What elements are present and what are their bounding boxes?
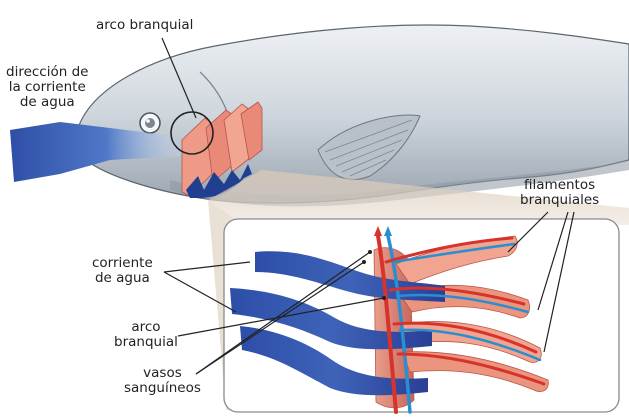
- label-gill-arch-inset: arco branquial: [114, 320, 178, 350]
- label-gill-filaments-line2: branquiales: [520, 193, 599, 208]
- label-gill-arch-top: arco branquial: [96, 18, 193, 33]
- label-water-current: corriente de agua: [92, 256, 153, 286]
- label-water-direction-line1: dirección de: [6, 65, 88, 80]
- label-blood-vessels-line2: sanguíneos: [124, 381, 201, 396]
- label-water-direction: dirección de la corriente de agua: [6, 65, 88, 110]
- label-gill-filaments-line1: filamentos: [520, 178, 599, 193]
- label-water-current-line1: corriente: [92, 256, 153, 271]
- label-gill-arch-inset-line1: arco: [114, 320, 178, 335]
- label-blood-vessels-line1: vasos: [124, 366, 201, 381]
- label-gill-arch-inset-line2: branquial: [114, 335, 178, 350]
- label-gill-filaments: filamentos branquiales: [520, 178, 599, 208]
- label-water-direction-line3: de agua: [6, 95, 88, 110]
- label-water-current-line2: de agua: [92, 271, 153, 286]
- label-blood-vessels: vasos sanguíneos: [124, 366, 201, 396]
- label-water-direction-line2: la corriente: [6, 80, 88, 95]
